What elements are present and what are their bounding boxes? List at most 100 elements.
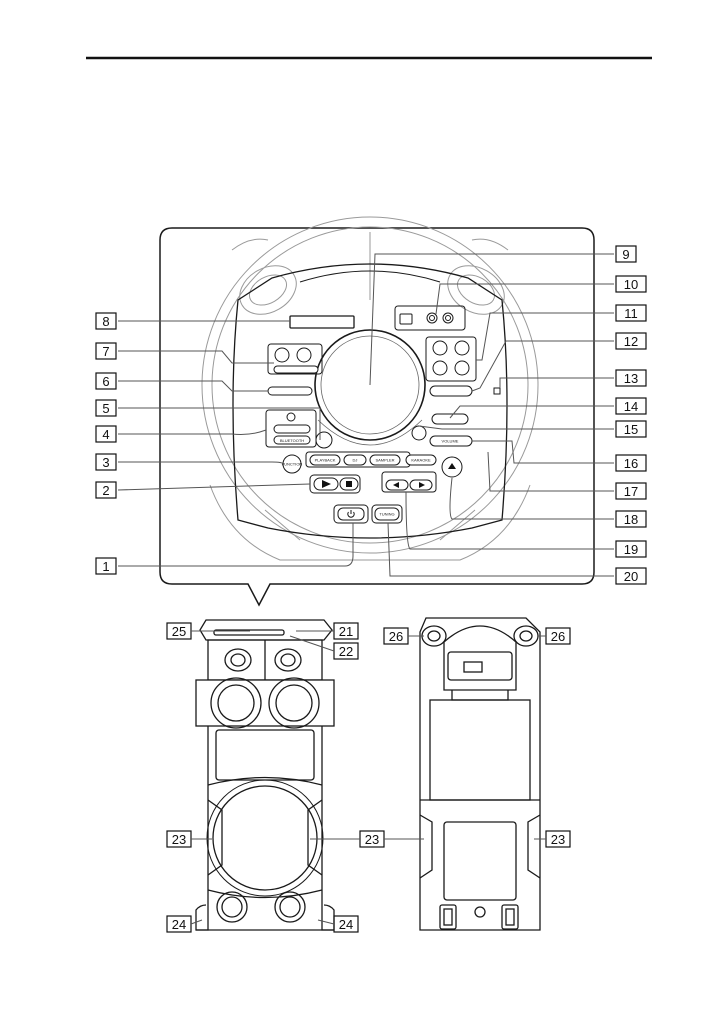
party-light-button xyxy=(274,347,290,363)
callout-24-left: 24 xyxy=(172,917,186,932)
function-button xyxy=(282,454,302,474)
callout-10: 10 xyxy=(624,277,638,292)
callout-23-right: 23 xyxy=(551,832,565,847)
sampler-label: SAMPLER xyxy=(375,458,394,463)
callout-5: 5 xyxy=(102,401,109,416)
front-tweeter-right xyxy=(274,648,302,672)
rear-side-light-left xyxy=(419,814,433,879)
rear-wheel-slot xyxy=(501,904,519,930)
callout-22: 22 xyxy=(339,644,353,659)
callout-6: 6 xyxy=(102,374,109,389)
callout-19: 19 xyxy=(624,542,638,557)
left-button-cluster xyxy=(265,343,403,524)
mic-echo-button xyxy=(431,413,469,425)
callout-15: 15 xyxy=(624,422,638,437)
callout-box-5 xyxy=(95,399,117,417)
stop-icon xyxy=(346,481,352,487)
callout-9: 9 xyxy=(622,247,629,262)
callout-box-19 xyxy=(615,540,647,558)
play-icon xyxy=(322,480,331,488)
front-tweeter-left xyxy=(224,648,252,672)
callout-box-15 xyxy=(615,420,647,438)
front-light-bar xyxy=(213,629,285,636)
led-indicator xyxy=(493,387,501,395)
callout-box-2 xyxy=(95,481,117,499)
karaoke-label: KARAOKE xyxy=(411,458,431,463)
callout-13: 13 xyxy=(624,371,638,386)
scorer-button xyxy=(454,340,470,356)
callout-23-left: 23 xyxy=(172,832,186,847)
callout-18: 18 xyxy=(624,512,638,527)
jog-dial xyxy=(314,329,426,441)
callout-4: 4 xyxy=(102,427,109,442)
callout-17: 17 xyxy=(624,484,638,499)
callout-3: 3 xyxy=(102,455,109,470)
sampler-button xyxy=(369,454,401,466)
fader-button xyxy=(411,425,427,441)
callout-box-8 xyxy=(95,312,117,330)
callout-23-middle: 23 xyxy=(365,832,379,847)
display-window xyxy=(289,315,355,329)
callout-8: 8 xyxy=(102,314,109,329)
callout-24-right: 24 xyxy=(339,917,353,932)
karaoke-button xyxy=(405,454,437,466)
top-panel-frame xyxy=(159,227,595,607)
callout-box-20 xyxy=(615,567,647,585)
rear-lower-panel xyxy=(443,821,517,901)
front-bottom-port-left xyxy=(216,891,248,923)
callout-26-right: 26 xyxy=(551,629,565,644)
callout-box-16 xyxy=(615,454,647,472)
callout-box-4 xyxy=(95,425,117,443)
prev-next-frame xyxy=(381,471,437,493)
callout-box-13 xyxy=(615,369,647,387)
tuning-button-label: TUNING xyxy=(379,512,394,517)
callout-box-14 xyxy=(615,397,647,415)
nfc-mark xyxy=(286,412,296,422)
next-icon xyxy=(419,482,425,488)
callout-box-11 xyxy=(615,304,647,322)
play-stop-buttons xyxy=(313,477,359,491)
callout-box-12 xyxy=(615,332,647,350)
rear-view-leaders xyxy=(384,635,546,840)
volume-label: VOLUME xyxy=(442,439,459,444)
callout-26-left: 26 xyxy=(389,629,403,644)
callout-25: 25 xyxy=(172,624,186,639)
callout-21: 21 xyxy=(339,624,353,639)
callout-7: 7 xyxy=(102,344,109,359)
function-button-label: FUNCTION xyxy=(282,462,303,467)
key-control-button xyxy=(432,360,448,376)
callout-20: 20 xyxy=(624,569,638,584)
callout-labels: 8 7 6 5 4 3 2 1 9 10 11 12 13 14 15 16 1… xyxy=(102,247,638,932)
dj-button xyxy=(343,454,367,466)
lighting-mode-button xyxy=(273,365,319,374)
rear-ac-inlet xyxy=(439,904,457,930)
rear-handle-right xyxy=(513,625,539,647)
sound-mode-button xyxy=(267,386,313,396)
callout-11: 11 xyxy=(624,306,638,321)
power-frame xyxy=(333,504,369,524)
playback-label: PLAYBACK xyxy=(315,458,336,463)
mic-input-frame xyxy=(394,305,466,331)
mic-level-button xyxy=(429,385,473,397)
rear-view xyxy=(419,617,541,931)
callout-box-10 xyxy=(615,275,647,293)
strobe-button xyxy=(296,347,312,363)
megabass-button xyxy=(315,431,333,449)
power-icon xyxy=(347,510,355,518)
control-panel xyxy=(232,263,508,539)
dj-button-row xyxy=(305,451,463,493)
prev-icon xyxy=(393,482,399,488)
callout-16: 16 xyxy=(624,456,638,471)
callout-12: 12 xyxy=(624,334,638,349)
callout-box-6 xyxy=(95,372,117,390)
callout-box-18 xyxy=(615,510,647,528)
front-port-left xyxy=(210,677,262,729)
pairing-button xyxy=(273,424,311,434)
callout-box-1 xyxy=(95,557,117,575)
vocal-fader-button xyxy=(432,340,448,356)
callout-box-7 xyxy=(95,342,117,360)
front-woofer xyxy=(212,785,318,891)
callout-1: 1 xyxy=(102,559,109,574)
dj-label: DJ xyxy=(353,458,358,463)
